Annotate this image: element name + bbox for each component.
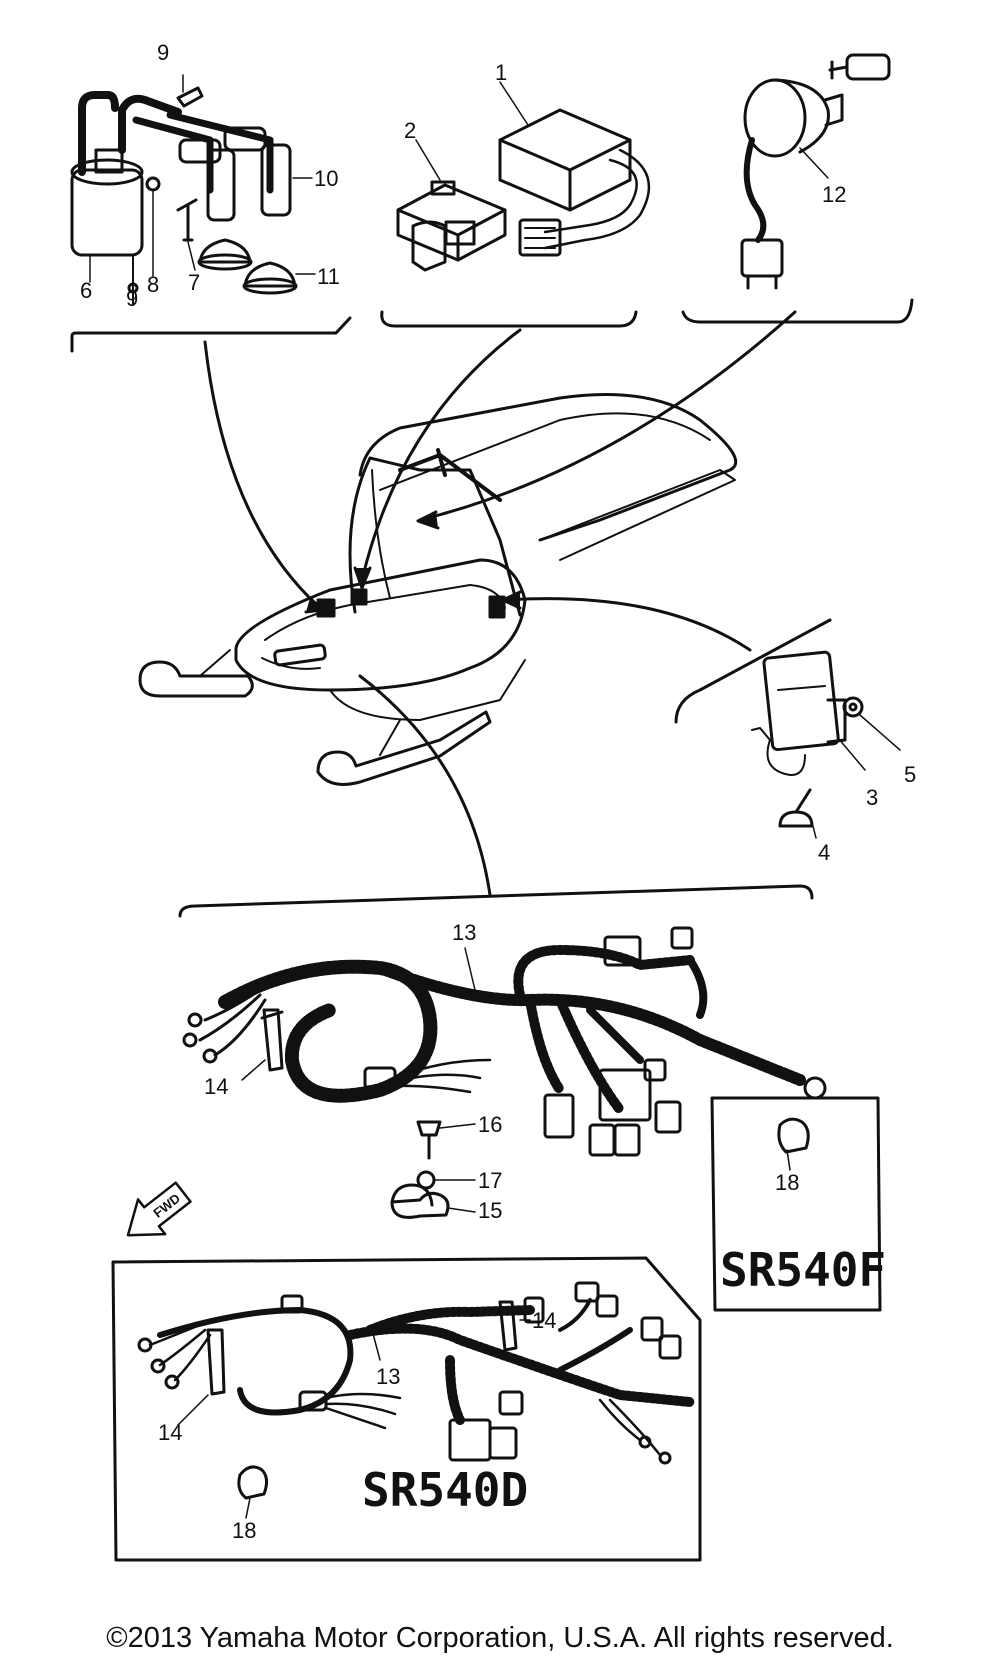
callout-10: 10	[314, 166, 338, 191]
callout-17: 17	[478, 1168, 502, 1193]
forward-arrow-label: FWD	[150, 1191, 183, 1221]
cdi-unit-group	[380, 81, 651, 328]
wire-harness-group	[178, 884, 827, 1219]
callout-16: 16	[478, 1112, 502, 1137]
leader-lines	[203, 310, 797, 897]
sr540d-label: SR540D	[362, 1463, 528, 1517]
voltage-regulator-group	[674, 618, 901, 839]
callout-18-sr540f: 18	[775, 1170, 799, 1195]
callout-5: 5	[904, 762, 916, 787]
callout-7: 7	[188, 270, 200, 295]
callout-8: 8	[147, 272, 159, 297]
sr540d-panel	[111, 1256, 702, 1562]
snowmobile-illustration	[138, 393, 738, 786]
callout-18-sr540d: 18	[232, 1518, 256, 1543]
callout-2: 2	[404, 118, 416, 143]
copyright-notice: ©2013 Yamaha Motor Corporation, U.S.A. A…	[106, 1622, 894, 1654]
ignition-coil-group	[70, 74, 352, 353]
sr540f-panel	[710, 1096, 882, 1312]
callout-15: 15	[478, 1198, 502, 1223]
callout-3: 3	[866, 785, 878, 810]
parts-diagram: FWD	[70, 40, 916, 1562]
callout-13-main: 13	[452, 920, 476, 945]
callout-1: 1	[495, 60, 507, 85]
callout-4: 4	[818, 840, 830, 865]
forward-arrow: FWD	[126, 1181, 192, 1237]
callout-14-main: 14	[204, 1074, 228, 1099]
callout-14-sr540d-left: 14	[158, 1420, 182, 1445]
callout-11: 11	[317, 264, 340, 289]
callout-9-top: 9	[157, 40, 169, 65]
callout-13-sr540d: 13	[376, 1364, 400, 1389]
callout-9-bottom: 9	[126, 286, 138, 311]
sr540f-label: SR540F	[720, 1243, 886, 1297]
main-switch-group	[681, 53, 914, 324]
callout-6: 6	[80, 278, 92, 303]
callout-14-sr540d-right: 14	[532, 1308, 556, 1333]
callout-12: 12	[822, 182, 846, 207]
callout-labels: 1 2 3 4 5 6 7 8 9 9 10 11 12 13 13 14 14…	[80, 40, 916, 1543]
